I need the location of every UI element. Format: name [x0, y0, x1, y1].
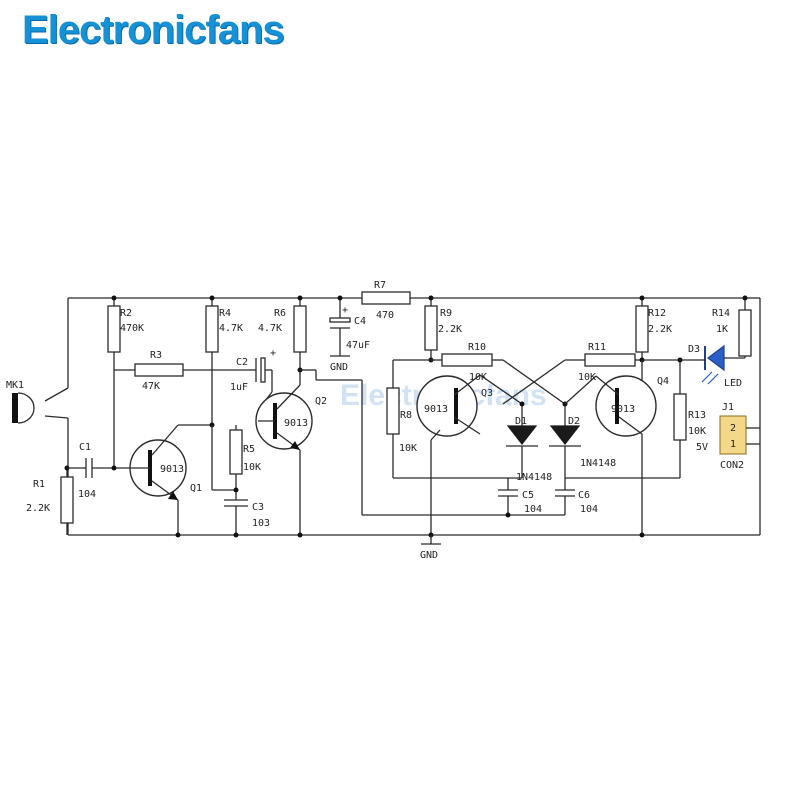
r9-value: 2.2K [438, 324, 462, 335]
connector-j1: 2 1 J1 CON2 [719, 402, 760, 471]
transistor-q3: 9013 Q3 [416, 374, 523, 535]
diode-d1: D1 [506, 404, 538, 478]
c2-label: C2 [236, 357, 248, 368]
c6-value: 104 [580, 504, 598, 515]
r9-label: R9 [440, 308, 452, 319]
q3-part: 9013 [424, 404, 448, 415]
capacitor-c1: C1 104 [67, 442, 128, 500]
brand-logo: Electronicfans [22, 8, 285, 52]
d2-label: D2 [568, 416, 580, 427]
r6-label: R6 [274, 308, 286, 319]
r7-value: 470 [376, 310, 394, 321]
resistor-r7: R7 470 [361, 280, 411, 321]
capacitor-c4: + C4 47uF [329, 298, 370, 356]
led-label: LED [724, 378, 742, 389]
resistor-r11: R11 10K [502, 342, 642, 405]
r6-value: 4.7K [258, 323, 282, 334]
ground-symbol-c4: GND [330, 355, 350, 373]
q4-part: 9013 [611, 404, 635, 415]
r12-label: R12 [648, 308, 666, 319]
c6-label: C6 [578, 490, 590, 501]
resistor-r8: R8 10K [386, 359, 522, 479]
r5-label: R5 [243, 444, 255, 455]
r8-value: 10K [399, 443, 417, 454]
c4-plus: + [342, 305, 348, 316]
q1-label: Q1 [190, 483, 202, 494]
supply-label: 5V [696, 442, 708, 453]
c2-plus: + [270, 348, 276, 359]
c3-label: C3 [252, 502, 264, 513]
r3-value: 47K [142, 381, 160, 392]
d1-part: 1N4148 [516, 472, 552, 483]
r8-label: R8 [400, 410, 412, 421]
j1-label: J1 [722, 402, 734, 413]
c4-value: 47uF [346, 340, 370, 351]
ground-symbol-bottom: GND [420, 532, 441, 561]
c1-label: C1 [79, 442, 91, 453]
r4-value: 4.7K [219, 323, 243, 334]
d2-part: 1N4148 [580, 458, 616, 469]
c3-value: 103 [252, 518, 270, 529]
r10-value: 10K [469, 372, 487, 383]
resistor-r2: R2 470K [107, 298, 144, 468]
d3-label: D3 [688, 344, 700, 355]
j1-part: CON2 [720, 460, 744, 471]
transistor-q2: 9013 Q2 [255, 384, 327, 535]
c4-label: C4 [354, 316, 366, 327]
r10-label: R10 [468, 342, 486, 353]
r12-value: 2.2K [648, 324, 672, 335]
c1-value: 104 [78, 489, 96, 500]
q2-label: Q2 [315, 396, 327, 407]
q2-part: 9013 [284, 418, 308, 429]
transistor-q4: 9013 Q4 [564, 360, 669, 535]
r13-value: 10K [688, 426, 706, 437]
r11-value: 10K [578, 372, 596, 383]
q4-label: Q4 [657, 376, 669, 387]
resistor-r14: R14 1K [712, 298, 752, 358]
capacitor-c6: C6 104 [508, 478, 598, 516]
capacitor-c5: C5 104 [498, 478, 542, 515]
r3-label: R3 [150, 350, 162, 361]
r7-label: R7 [374, 280, 386, 291]
j1-pin2: 2 [730, 423, 736, 434]
resistor-r12: R12 2.2K [635, 298, 672, 360]
c5-value: 104 [524, 504, 542, 515]
mk1-label: MK1 [6, 380, 24, 391]
led-d3: D3 LED [688, 344, 745, 389]
resistor-r13: R13 10K 5V [673, 360, 708, 478]
r14-value: 1K [716, 324, 728, 335]
r1-label: R1 [33, 479, 45, 490]
capacitor-c3: C3 103 [224, 499, 270, 535]
r13-label: R13 [688, 410, 706, 421]
transistor-q1: 9013 Q1 [128, 424, 212, 535]
j1-pin1: 1 [730, 439, 736, 450]
resistor-r6: R6 4.7K [258, 298, 307, 385]
resistor-r1: R1 2.2K [26, 468, 74, 535]
top-power-rail [68, 297, 761, 535]
r2-label: R2 [120, 308, 132, 319]
resistor-r9: R9 2.2K [424, 298, 462, 360]
capacitor-c2: C2 1uF + [230, 348, 276, 411]
c2-value: 1uF [230, 382, 248, 393]
r4-label: R4 [219, 308, 231, 319]
c5-label: C5 [522, 490, 534, 501]
r14-label: R14 [712, 308, 730, 319]
resistor-r4: R4 4.7K [205, 298, 243, 425]
r11-label: R11 [588, 342, 606, 353]
resistor-r3: R3 47K [114, 350, 248, 392]
r1-value: 2.2K [26, 503, 50, 514]
q3-label: Q3 [481, 388, 493, 399]
gnd-bottom-label: GND [420, 550, 438, 561]
r2-value: 470K [120, 323, 144, 334]
diode-d2: D2 [549, 404, 581, 478]
resistor-r5: R5 10K [229, 425, 261, 500]
q1-part: 9013 [160, 464, 184, 475]
gnd-label: GND [330, 362, 348, 373]
d1-label: D1 [515, 416, 527, 427]
r5-value: 10K [243, 462, 261, 473]
